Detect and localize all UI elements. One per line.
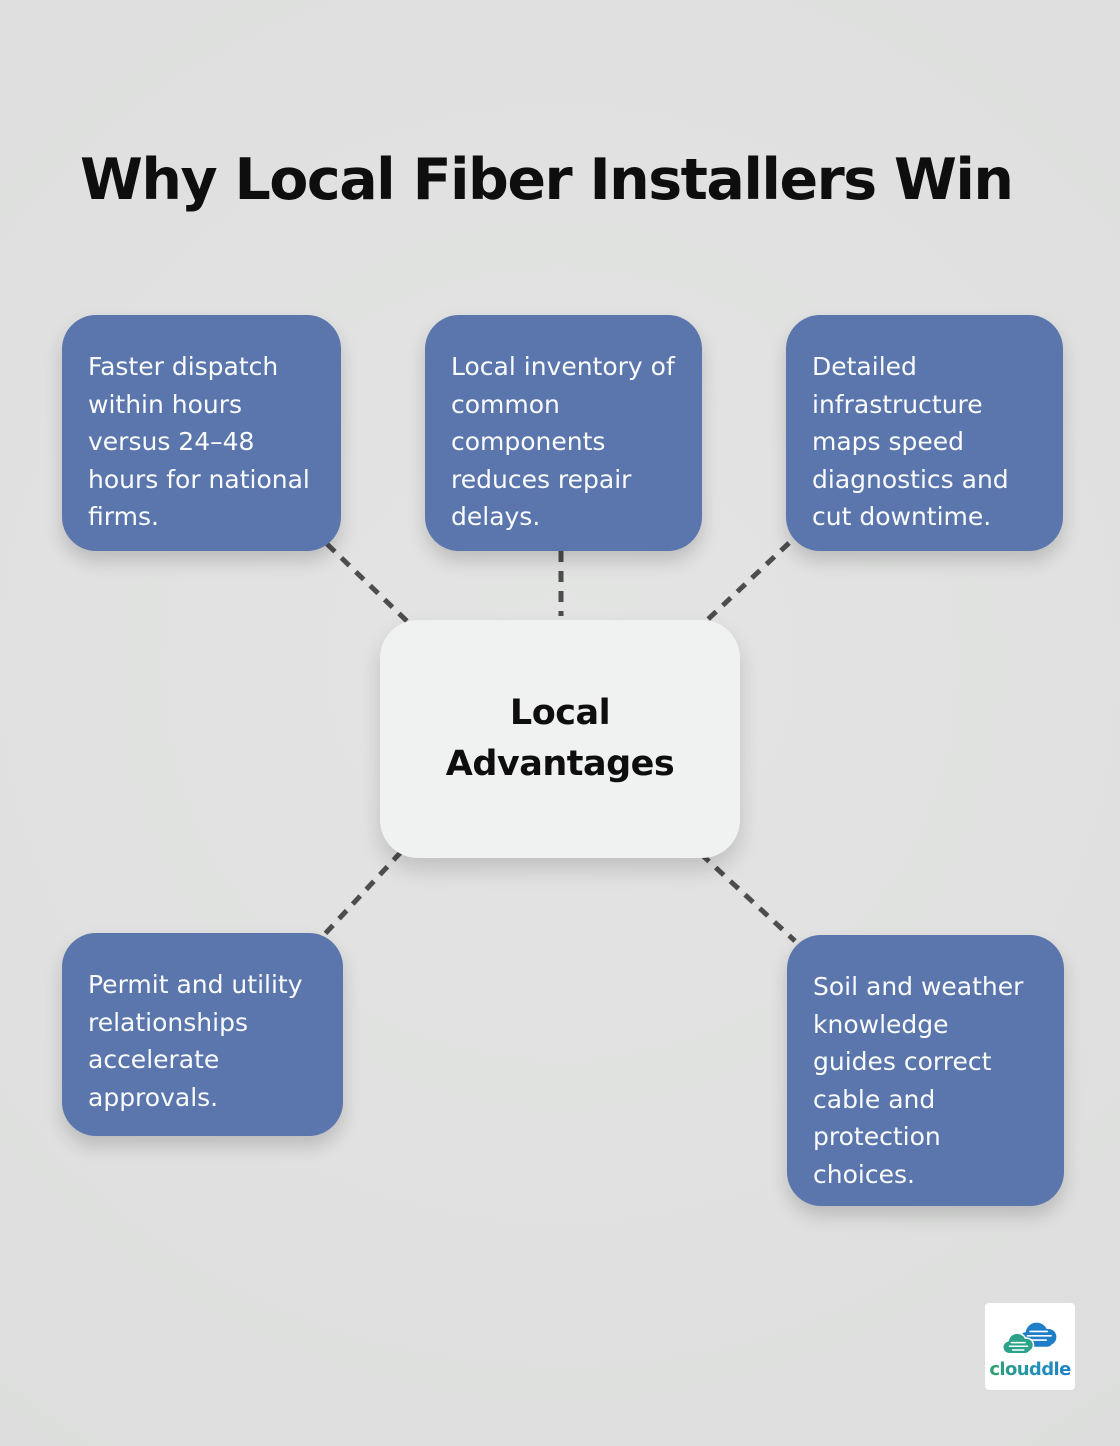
- advantage-card-text: Permit and utility relationships acceler…: [88, 970, 303, 1112]
- clouddle-logo-text: clouddle: [989, 1358, 1071, 1380]
- advantage-card-infrastructure-maps: Detailed infrastructure maps speed diagn…: [786, 315, 1063, 551]
- connector-bottom-right: [699, 852, 797, 943]
- advantage-card-local-inventory: Local inventory of common components red…: [425, 315, 702, 551]
- page-title: Why Local Fiber Installers Win: [80, 147, 1014, 214]
- cloud-green: [1001, 1331, 1035, 1355]
- connector-top-left: [325, 542, 414, 628]
- connector-top-right: [701, 541, 791, 626]
- advantage-card-soil-weather: Soil and weather knowledge guides correc…: [787, 935, 1064, 1206]
- advantage-card-text: Local inventory of common components red…: [451, 352, 675, 531]
- advantage-card-text: Detailed infrastructure maps speed diagn…: [812, 352, 1009, 531]
- advantage-card-faster-dispatch: Faster dispatch within hours versus 24–4…: [62, 315, 341, 551]
- center-node: Local Advantages: [380, 620, 740, 858]
- clouddle-clouds-icon: [1001, 1320, 1058, 1355]
- center-node-label: Local Advantages: [445, 693, 675, 784]
- advantage-card-permit-utility: Permit and utility relationships acceler…: [62, 933, 343, 1136]
- advantage-card-text: Faster dispatch within hours versus 24–4…: [88, 352, 310, 531]
- connector-bottom-left: [321, 850, 403, 938]
- clouddle-logo: clouddle: [985, 1303, 1075, 1390]
- advantage-card-text: Soil and weather knowledge guides correc…: [813, 972, 1024, 1189]
